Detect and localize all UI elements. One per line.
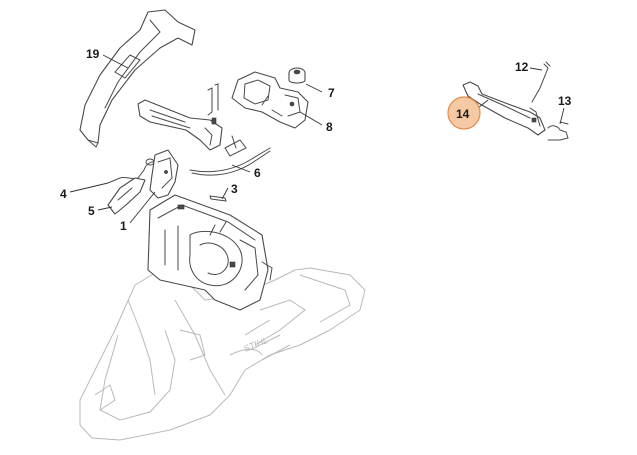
part-1-trigger bbox=[149, 149, 179, 199]
part-4-spring bbox=[107, 158, 156, 184]
callout-3[interactable]: 3 bbox=[231, 182, 238, 196]
part-3-pin bbox=[209, 195, 227, 202]
callout-14[interactable]: 14 bbox=[456, 107, 470, 121]
callout-14-highlight bbox=[447, 96, 481, 130]
handle-frame bbox=[147, 194, 273, 311]
callout-7[interactable]: 7 bbox=[328, 86, 335, 100]
leader-lines bbox=[69, 54, 565, 224]
callout-5[interactable]: 5 bbox=[88, 204, 95, 218]
part-6-throttle-rod bbox=[189, 135, 271, 176]
callout-19[interactable]: 19 bbox=[86, 47, 100, 61]
callout-1[interactable]: 1 bbox=[120, 219, 127, 233]
part-13-spring bbox=[547, 121, 569, 141]
part-7-grommet bbox=[288, 67, 306, 84]
part-5-lockout bbox=[107, 177, 146, 215]
housing-ghost: STIHL bbox=[79, 267, 366, 441]
part-14-throttle-lever bbox=[462, 81, 546, 136]
callout-labels: 19 7 8 6 3 4 5 1 12 13 14 bbox=[60, 47, 572, 233]
part-12-rod bbox=[531, 61, 551, 103]
throttle-trigger bbox=[137, 83, 223, 151]
part-8-throttle-housing bbox=[231, 71, 309, 129]
callout-4[interactable]: 4 bbox=[60, 187, 67, 201]
part-19-handle-cover bbox=[79, 9, 196, 148]
callout-8[interactable]: 8 bbox=[326, 120, 333, 134]
callout-13[interactable]: 13 bbox=[558, 94, 572, 108]
callout-6[interactable]: 6 bbox=[254, 166, 261, 180]
callout-12[interactable]: 12 bbox=[515, 60, 529, 74]
